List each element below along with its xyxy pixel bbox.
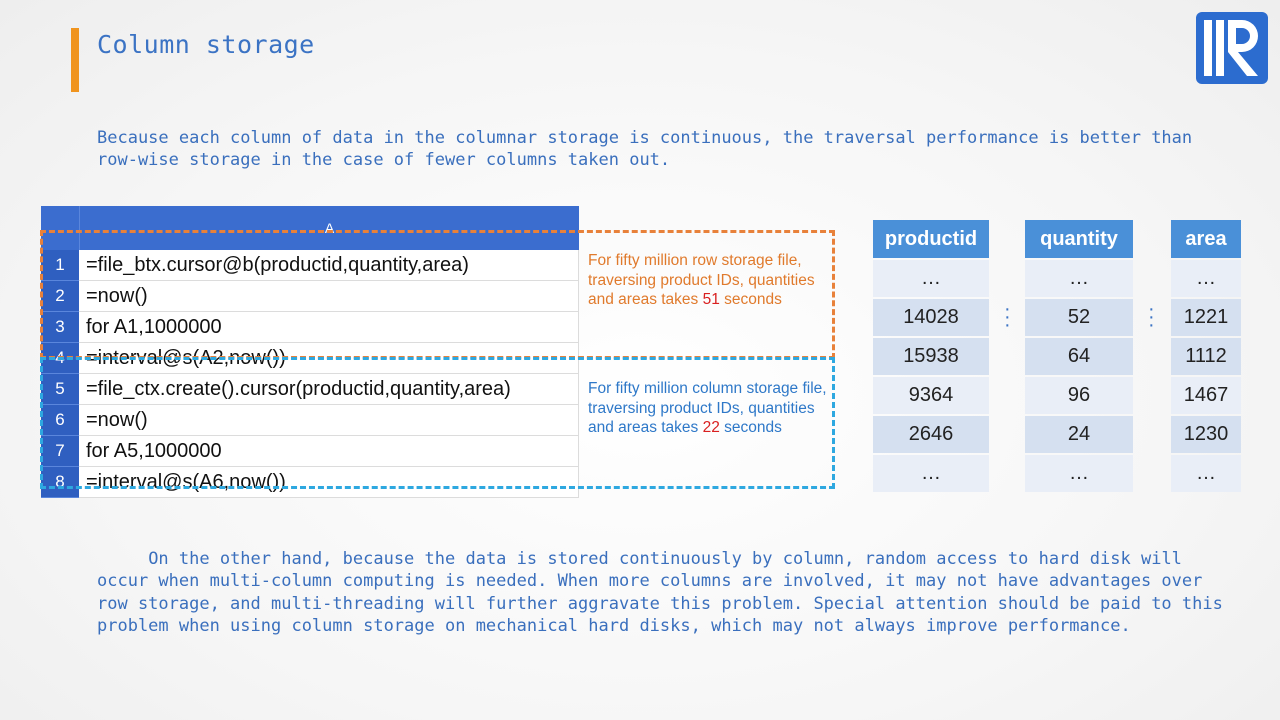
column-cell: …: [873, 455, 989, 492]
column-cell: …: [1025, 260, 1133, 297]
row-storage-seconds: 51: [702, 291, 720, 308]
table-row: 2 =now(): [41, 281, 579, 312]
row-number[interactable]: 3: [41, 312, 79, 343]
productid-column-header: productid: [873, 220, 989, 258]
row-number[interactable]: 8: [41, 467, 79, 498]
row-number[interactable]: 6: [41, 405, 79, 436]
column-cell: …: [1025, 455, 1133, 492]
code-grid: A 1 =file_btx.cursor@b(productid,quantit…: [41, 206, 579, 498]
row-storage-note: For fifty million row storage file, trav…: [588, 251, 823, 310]
column-cell: 1112: [1171, 338, 1241, 375]
column-storage-note-suffix: seconds: [719, 419, 782, 436]
productid-column: productid … 14028 15938 9364 2646 …: [873, 220, 989, 492]
table-row: 7 for A5,1000000: [41, 436, 579, 467]
column-cell: 9364: [873, 377, 989, 414]
ellipsis-separator-icon: ···: [1148, 298, 1155, 336]
row-number[interactable]: 1: [41, 250, 79, 281]
column-cell: 24: [1025, 416, 1133, 453]
column-cell: 64: [1025, 338, 1133, 375]
code-cell[interactable]: =file_ctx.create().cursor(productid,quan…: [79, 374, 579, 405]
code-cell[interactable]: for A5,1000000: [79, 436, 579, 467]
code-cell[interactable]: =now(): [79, 281, 579, 312]
column-a-header[interactable]: A: [80, 206, 579, 250]
table-row: 5 =file_ctx.create().cursor(productid,qu…: [41, 374, 579, 405]
table-row: 1 =file_btx.cursor@b(productid,quantity,…: [41, 250, 579, 281]
code-cell[interactable]: =now(): [79, 405, 579, 436]
column-storage-note-text: For fifty million column storage file, t…: [588, 380, 827, 436]
row-number[interactable]: 7: [41, 436, 79, 467]
column-cell: 1221: [1171, 299, 1241, 336]
column-storage-highlight-box: [40, 357, 835, 489]
area-column: area … 1221 1112 1467 1230 …: [1171, 220, 1241, 492]
code-cell[interactable]: =file_btx.cursor@b(productid,quantity,ar…: [79, 250, 579, 281]
column-cell: 2646: [873, 416, 989, 453]
column-storage-seconds: 22: [702, 419, 720, 436]
grid-header: A: [41, 206, 579, 250]
ellipsis-separator-icon: ···: [1004, 298, 1011, 336]
column-storage-note: For fifty million column storage file, t…: [588, 379, 828, 438]
row-storage-note-text: For fifty million row storage file, trav…: [588, 252, 815, 308]
title-accent-bar: [71, 28, 79, 92]
column-cell: …: [873, 260, 989, 297]
row-storage-note-suffix: seconds: [719, 291, 782, 308]
table-row: 6 =now(): [41, 405, 579, 436]
code-cell[interactable]: for A1,1000000: [79, 312, 579, 343]
intro-paragraph: Because each column of data in the colum…: [97, 128, 1203, 170]
row-number[interactable]: 2: [41, 281, 79, 312]
quantity-column-header: quantity: [1025, 220, 1133, 258]
column-cell: …: [1171, 455, 1241, 492]
column-cell: 14028: [873, 299, 989, 336]
quantity-column: quantity … 52 64 96 24 …: [1025, 220, 1133, 492]
row-number[interactable]: 5: [41, 374, 79, 405]
column-cell: …: [1171, 260, 1241, 297]
column-cell: 96: [1025, 377, 1133, 414]
column-cell: 15938: [873, 338, 989, 375]
table-row: 3 for A1,1000000: [41, 312, 579, 343]
column-cell: 1230: [1171, 416, 1241, 453]
column-cell: 52: [1025, 299, 1133, 336]
column-cell: 1467: [1171, 377, 1241, 414]
page-title: Column storage: [97, 30, 315, 59]
area-column-header: area: [1171, 220, 1241, 258]
outro-paragraph: On the other hand, because the data is s…: [97, 549, 1234, 637]
r-logo-icon: [1196, 12, 1268, 84]
grid-corner-cell[interactable]: [41, 206, 80, 250]
